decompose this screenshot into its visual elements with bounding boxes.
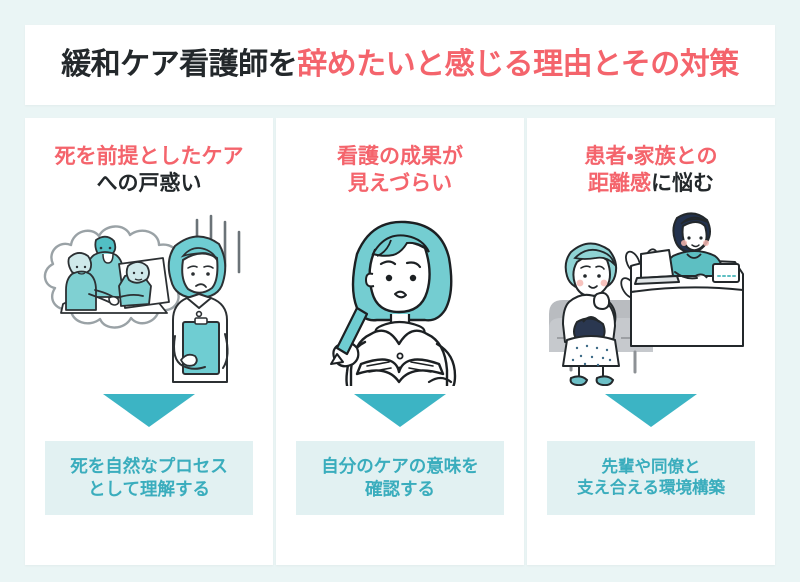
page-title: 緩和ケア看護師を辞めたいと感じる理由とその対策 [61, 50, 739, 80]
reason-heading-3-line2: 距離感に悩む [585, 171, 718, 198]
solution-box-3: 先輩や同僚と 支え合える環境構築 [547, 441, 755, 515]
down-arrow-icon [103, 394, 195, 427]
patient-on-sofa-and-reception-desk-illustration [527, 208, 775, 388]
reason-heading-2-line1: 看護の成果が [337, 145, 463, 168]
page-title-plain: 緩和ケア看護師を [61, 48, 298, 81]
page-title-accent: 辞めたいと感じる理由とその対策 [297, 48, 739, 81]
solution-text-3: 先輩や同僚と 支え合える環境構築 [577, 457, 725, 500]
reason-card-1: 死を前提としたケア への戸惑い [25, 118, 273, 565]
down-arrow-icon [354, 394, 446, 427]
arrow-wrap-1 [25, 394, 273, 427]
reason-heading-3-line2-b: に悩む [651, 171, 714, 195]
nurse-with-clipboard-thought-bubble-illustration [25, 208, 273, 388]
solution-text-1: 死を自然なプロセス として理解する [70, 455, 228, 501]
reason-heading-1: 死を前提としたケア への戸惑い [55, 144, 244, 204]
solution-1-line1: 死を自然なプロセス [70, 456, 228, 477]
arrow-wrap-2 [276, 394, 524, 427]
solution-box-1: 死を自然なプロセス として理解する [45, 441, 253, 515]
down-arrow-icon [605, 394, 697, 427]
solution-box-2: 自分のケアの意味を 確認する [296, 441, 504, 515]
nurse-with-pen-and-notebook-illustration [276, 208, 524, 388]
arrow-wrap-3 [527, 394, 775, 427]
reason-heading-2-line2: 見えづらい [347, 171, 453, 195]
solution-2-line2: 確認する [365, 479, 435, 499]
reason-heading-3: 患者・家族との 距離感に悩む [585, 144, 718, 204]
columns-container: 死を前提としたケア への戸惑い [25, 118, 775, 565]
reason-heading-2: 看護の成果が 見えづらい [337, 144, 463, 204]
solution-3-line1: 先輩や同僚と [601, 457, 701, 476]
reason-card-2: 看護の成果が 見えづらい [276, 118, 524, 565]
reason-heading-3-line2-a: 距離感 [588, 171, 651, 195]
reason-heading-3-line1: 患者・家族との [584, 145, 718, 168]
reason-heading-1-line2: への戸惑い [96, 171, 202, 195]
reason-heading-1-line1: 死を前提としたケア [54, 145, 244, 168]
solution-2-line1: 自分のケアの意味を [321, 456, 479, 477]
solution-text-2: 自分のケアの意味を 確認する [321, 455, 479, 501]
solution-1-line2: として理解する [88, 479, 210, 499]
title-card: 緩和ケア看護師を辞めたいと感じる理由とその対策 [25, 25, 775, 105]
solution-3-line2: 支え合える環境構築 [576, 479, 725, 497]
reason-card-3: 患者・家族との 距離感に悩む [527, 118, 775, 565]
